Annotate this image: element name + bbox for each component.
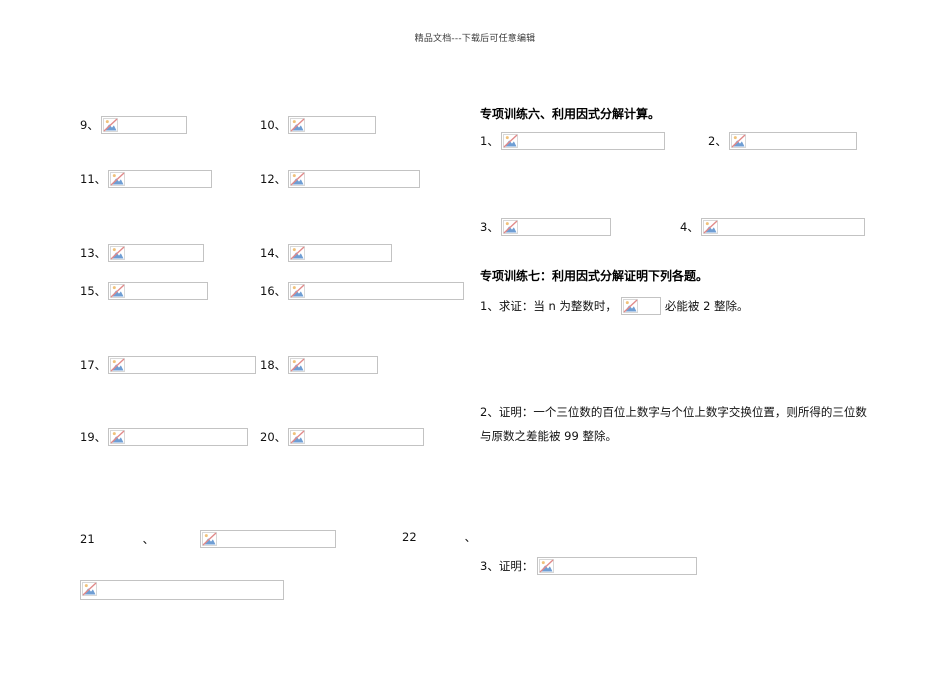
image-placeholder-box[interactable] [500,218,611,236]
image-placeholder-box[interactable] [700,218,865,236]
question-row: 10、 [260,116,377,134]
image-placeholder-box[interactable] [200,530,337,548]
image-placeholder-box[interactable] [108,170,213,188]
question-number: 22 [402,530,417,544]
broken-image-icon [110,246,126,260]
question-number: 9、 [80,118,99,132]
question-row: 13、 [80,244,205,262]
question-row: 1、 [480,132,665,150]
question-number: 21 [80,532,95,546]
question-row: 18、 [260,356,379,374]
broken-image-icon [290,172,306,186]
broken-image-icon [290,284,306,298]
image-placeholder-box[interactable] [108,282,209,300]
question-number: 17、 [80,358,107,372]
left-column: 9、10、11、12、13、14、15、16、17、18、19、20、21、22… [80,106,476,626]
question-number: 11、 [80,172,107,186]
image-placeholder-box[interactable] [80,580,284,600]
broken-image-icon [702,220,718,234]
document-watermark-header: 精品文档---下载后可任意编辑 [414,34,536,44]
image-placeholder-box[interactable] [108,244,205,262]
question-row: 3、 [480,218,611,236]
question-row: 12、 [260,170,421,188]
question-row: 9、 [80,116,187,134]
question-row: 4、 [680,218,865,236]
broken-image-icon [290,358,306,372]
question-number: 12、 [260,172,287,186]
question-number: 1、 [480,134,499,148]
question-row: 19、 [80,428,249,446]
question-number: 2、 [708,134,727,148]
question-row: 17、 [80,356,257,374]
broken-image-icon [110,430,126,444]
image-placeholder-box[interactable] [728,132,857,150]
proof-item-3-prefix: 3、证明： [480,559,534,573]
question-number: 16、 [260,284,287,298]
question-number: 15、 [80,284,107,298]
image-placeholder-box[interactable] [108,356,257,374]
question-row: 20、 [260,428,425,446]
image-placeholder-box[interactable] [288,356,379,374]
broken-image-icon [290,430,306,444]
question-row: 2、 [708,132,857,150]
question-number: 18、 [260,358,287,372]
question-number: 20、 [260,430,287,444]
section-seven-heading: 专项训练七：利用因式分解证明下列各题。 [480,269,709,283]
broken-image-icon [502,220,518,234]
image-placeholder-box[interactable] [100,116,187,134]
question-number: 13、 [80,246,107,260]
broken-image-icon [290,246,306,260]
question-row-bottom [80,580,284,600]
question-number: 14、 [260,246,287,260]
broken-image-icon [202,532,218,546]
question-separator: 、 [464,530,477,544]
question-row-wide: 22 、 [402,530,478,544]
broken-image-icon [110,284,126,298]
section-six-heading: 专项训练六、利用因式分解计算。 [480,107,661,121]
broken-image-icon [110,172,126,186]
broken-image-icon [539,559,555,573]
question-separator: 、 [142,532,155,546]
question-row: 15、 [80,282,209,300]
image-placeholder-box[interactable] [288,116,377,134]
broken-image-icon [622,299,638,313]
image-placeholder-box[interactable] [537,557,698,575]
question-row: 16、 [260,282,465,300]
proof-item-1-suffix: 必能被 2 整除。 [664,299,749,313]
question-row: 11、 [80,170,213,188]
question-number: 3、 [480,220,499,234]
image-placeholder-box[interactable] [108,428,249,446]
broken-image-icon [102,118,118,132]
proof-item-2: 2、证明：一个三位数的百位上数字与个位上数字交换位置，则所得的三位数与原数之差能… [480,405,867,443]
broken-image-icon [730,134,746,148]
question-number: 19、 [80,430,107,444]
broken-image-icon [502,134,518,148]
question-number: 10、 [260,118,287,132]
image-placeholder-box[interactable] [288,244,393,262]
broken-image-icon [110,358,126,372]
right-column: 专项训练六、利用因式分解计算。 1、 2、 3、 4、专项训练七：利用因式分解证明下列各… [480,106,880,626]
image-placeholder-box[interactable] [500,132,665,150]
image-placeholder-box[interactable] [288,428,425,446]
question-number: 4、 [680,220,699,234]
image-placeholder-box[interactable] [620,297,661,315]
broken-image-icon [82,582,97,596]
image-placeholder-box[interactable] [288,170,421,188]
proof-item-1: 1、求证：当 n 为整数时， 必能被 2 整除。 [480,296,749,316]
question-row-wide: 21 、 [80,530,337,548]
proof-item-1-prefix: 1、求证：当 n 为整数时， [480,299,617,313]
question-row: 14、 [260,244,393,262]
proof-item-3: 3、证明： [480,556,701,576]
image-placeholder-box[interactable] [288,282,465,300]
broken-image-icon [290,118,306,132]
